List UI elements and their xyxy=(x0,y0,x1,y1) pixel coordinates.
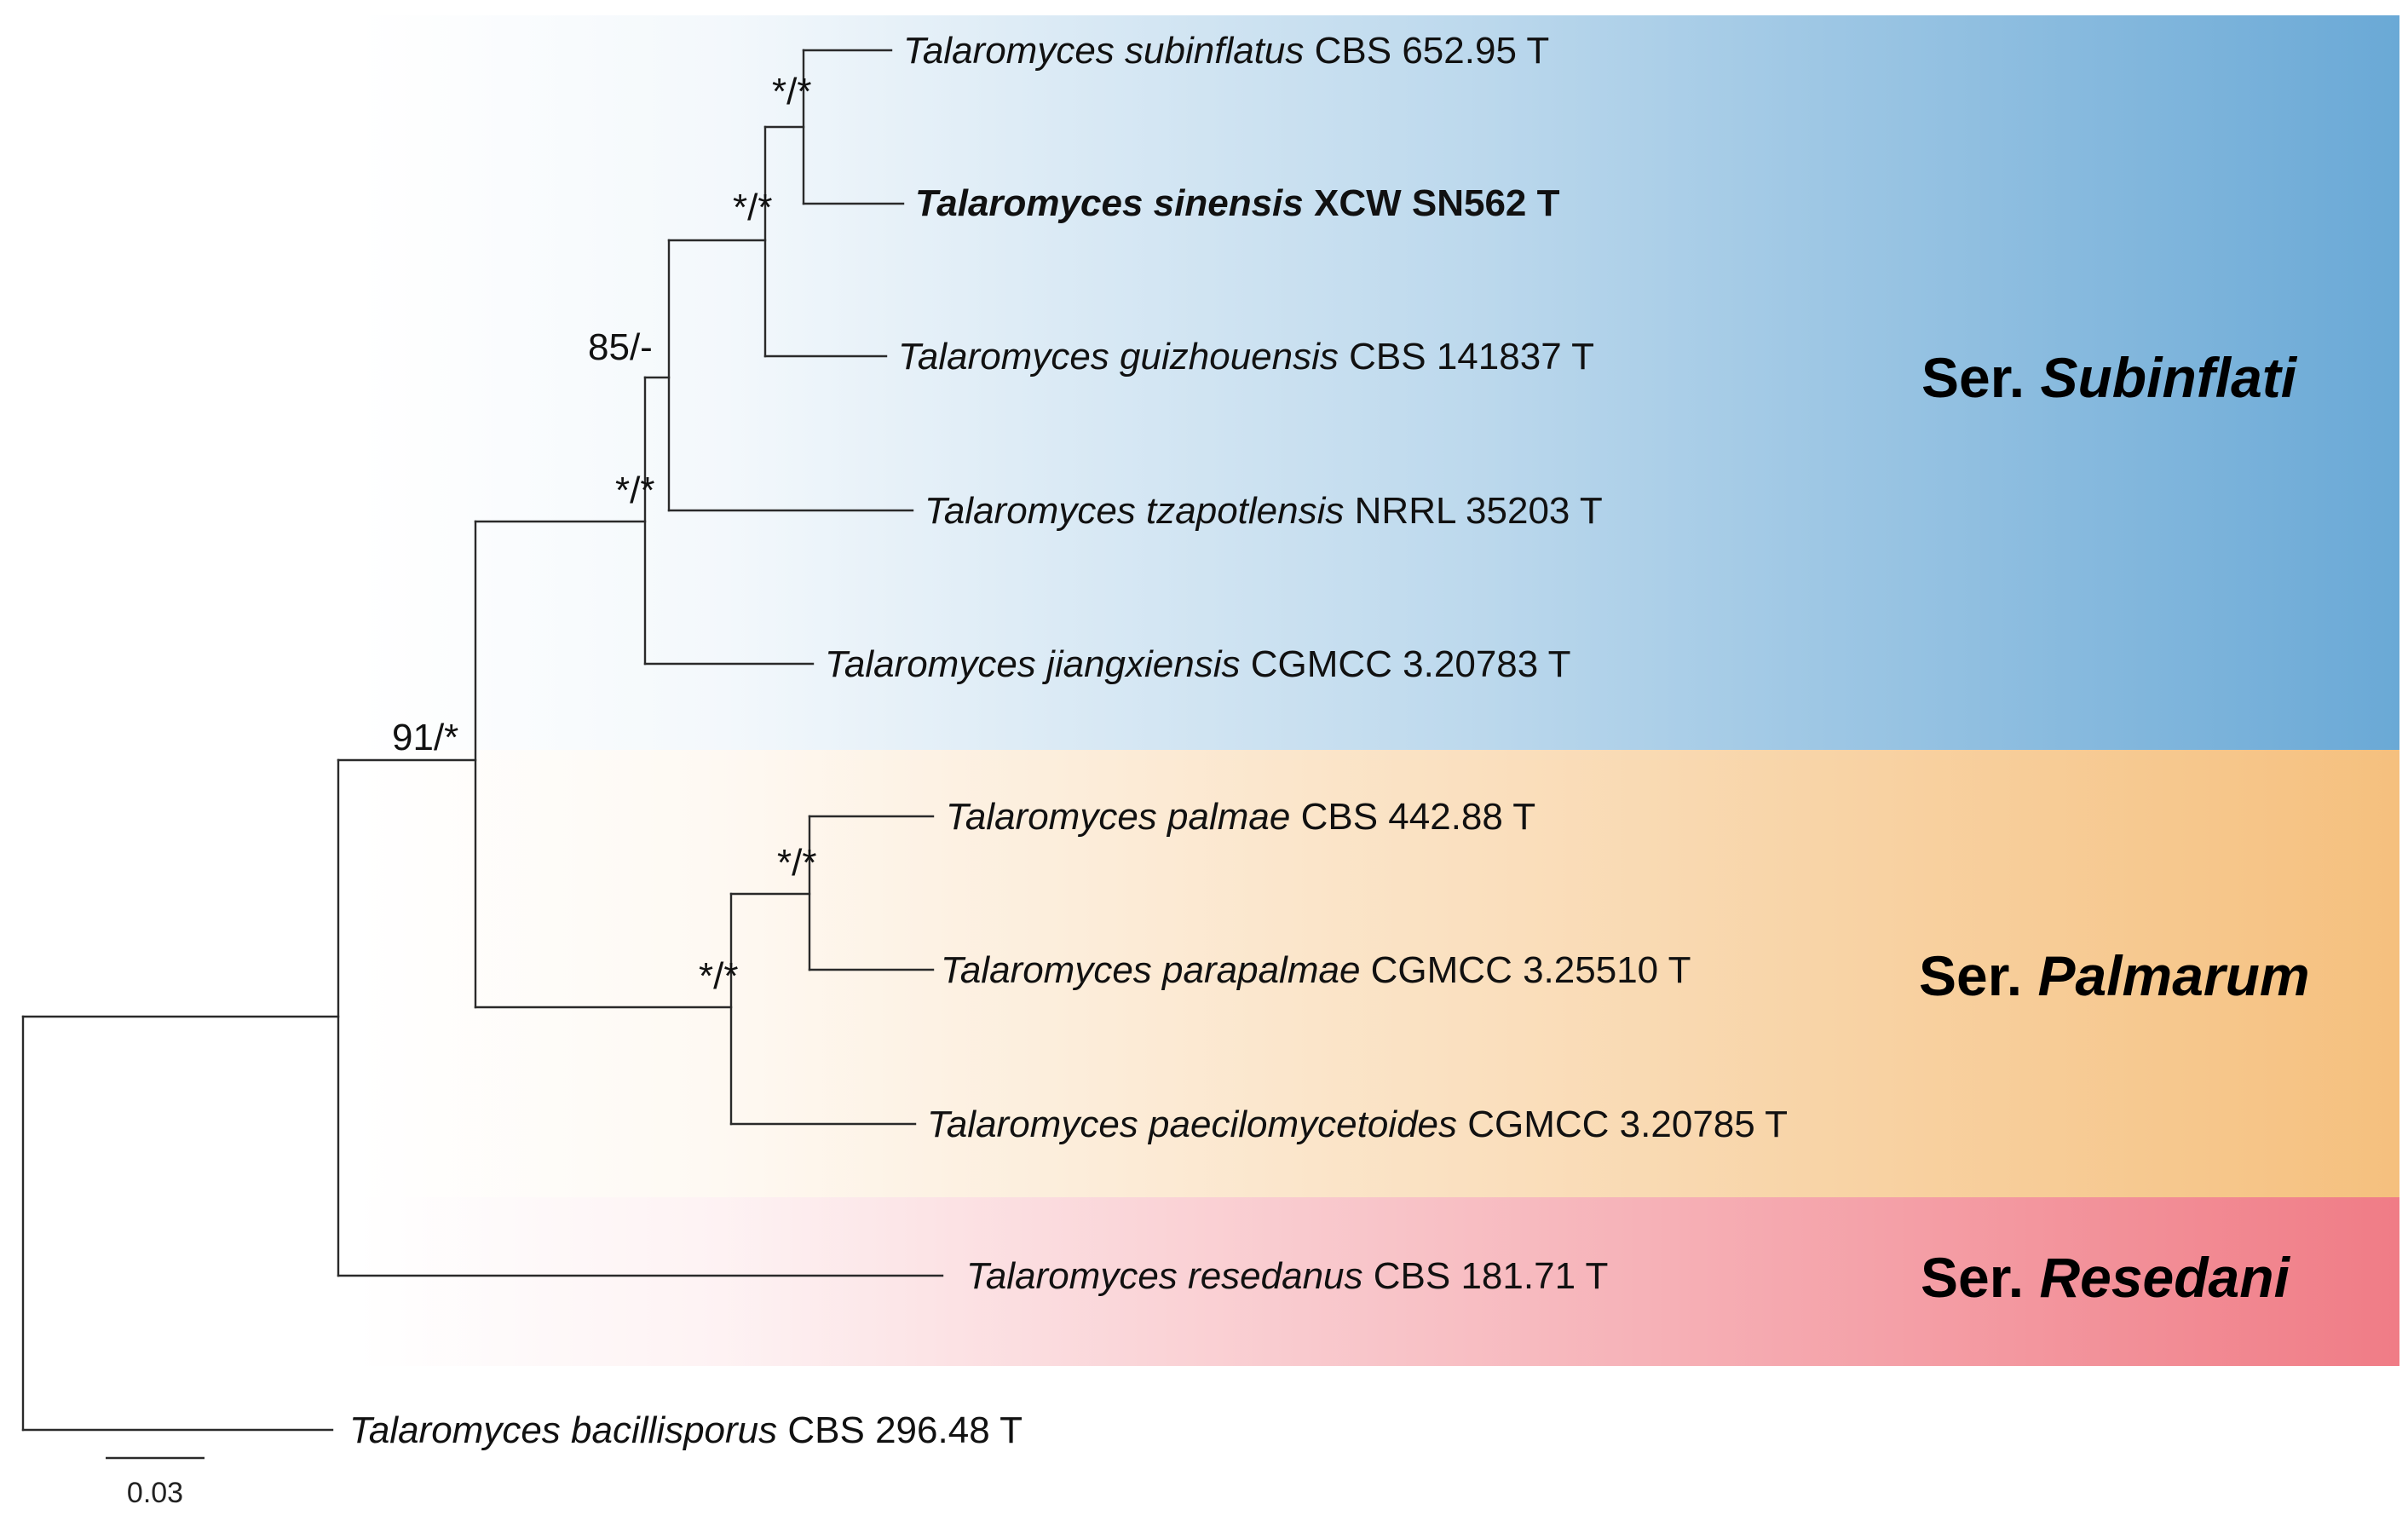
band-resedani xyxy=(358,1197,2399,1366)
group-label-palmarum: Ser. Palmarum xyxy=(1919,944,2310,1007)
group-label-subinflati: Ser. Subinflati xyxy=(1921,346,2298,409)
support-value: */* xyxy=(615,470,654,511)
support-value: */* xyxy=(699,955,738,997)
taxon-label: Talaromyces jiangxiensis CGMCC 3.20783 T xyxy=(825,643,1571,685)
scale-bar-label: 0.03 xyxy=(127,1477,183,1509)
taxon-label: Talaromyces palmae CBS 442.88 T xyxy=(946,796,1535,838)
band-subinflati xyxy=(358,15,2399,750)
support-value: */* xyxy=(733,187,772,228)
support-value: */* xyxy=(772,71,811,112)
scale-bar: 0.03 xyxy=(106,1456,205,1509)
group-labels: Ser. Subinflati Ser. Palmarum Ser. Resed… xyxy=(1919,346,2310,1309)
taxon-label: Talaromyces parapalmae CGMCC 3.25510 T xyxy=(941,949,1691,991)
taxon-label: Talaromyces tzapotlensis NRRL 35203 T xyxy=(925,490,1603,532)
taxon-label-highlighted: Talaromyces sinensis XCW SN562 T xyxy=(915,182,1560,224)
band-palmarum xyxy=(358,750,2399,1197)
support-values: */* */* 85/- */* 91/* */* */* xyxy=(392,71,816,997)
taxon-label: Talaromyces subinflatus CBS 652.95 T xyxy=(903,30,1549,72)
taxon-label: Talaromyces bacillisporus CBS 296.48 T xyxy=(349,1409,1023,1451)
taxon-label: Talaromyces guizhouensis CBS 141837 T xyxy=(898,336,1594,377)
taxon-labels: Talaromyces subinflatus CBS 652.95 T Tal… xyxy=(349,30,1788,1451)
group-label-resedani: Ser. Resedani xyxy=(1921,1246,2291,1309)
taxon-label: Talaromyces paecilomycetoides CGMCC 3.20… xyxy=(927,1104,1788,1145)
support-value: */* xyxy=(777,842,816,884)
taxon-label: Talaromyces resedanus CBS 181.71 T xyxy=(966,1255,1608,1297)
tree-branches xyxy=(21,49,944,1432)
support-value: 91/* xyxy=(392,717,458,758)
support-value: 85/- xyxy=(588,326,653,368)
